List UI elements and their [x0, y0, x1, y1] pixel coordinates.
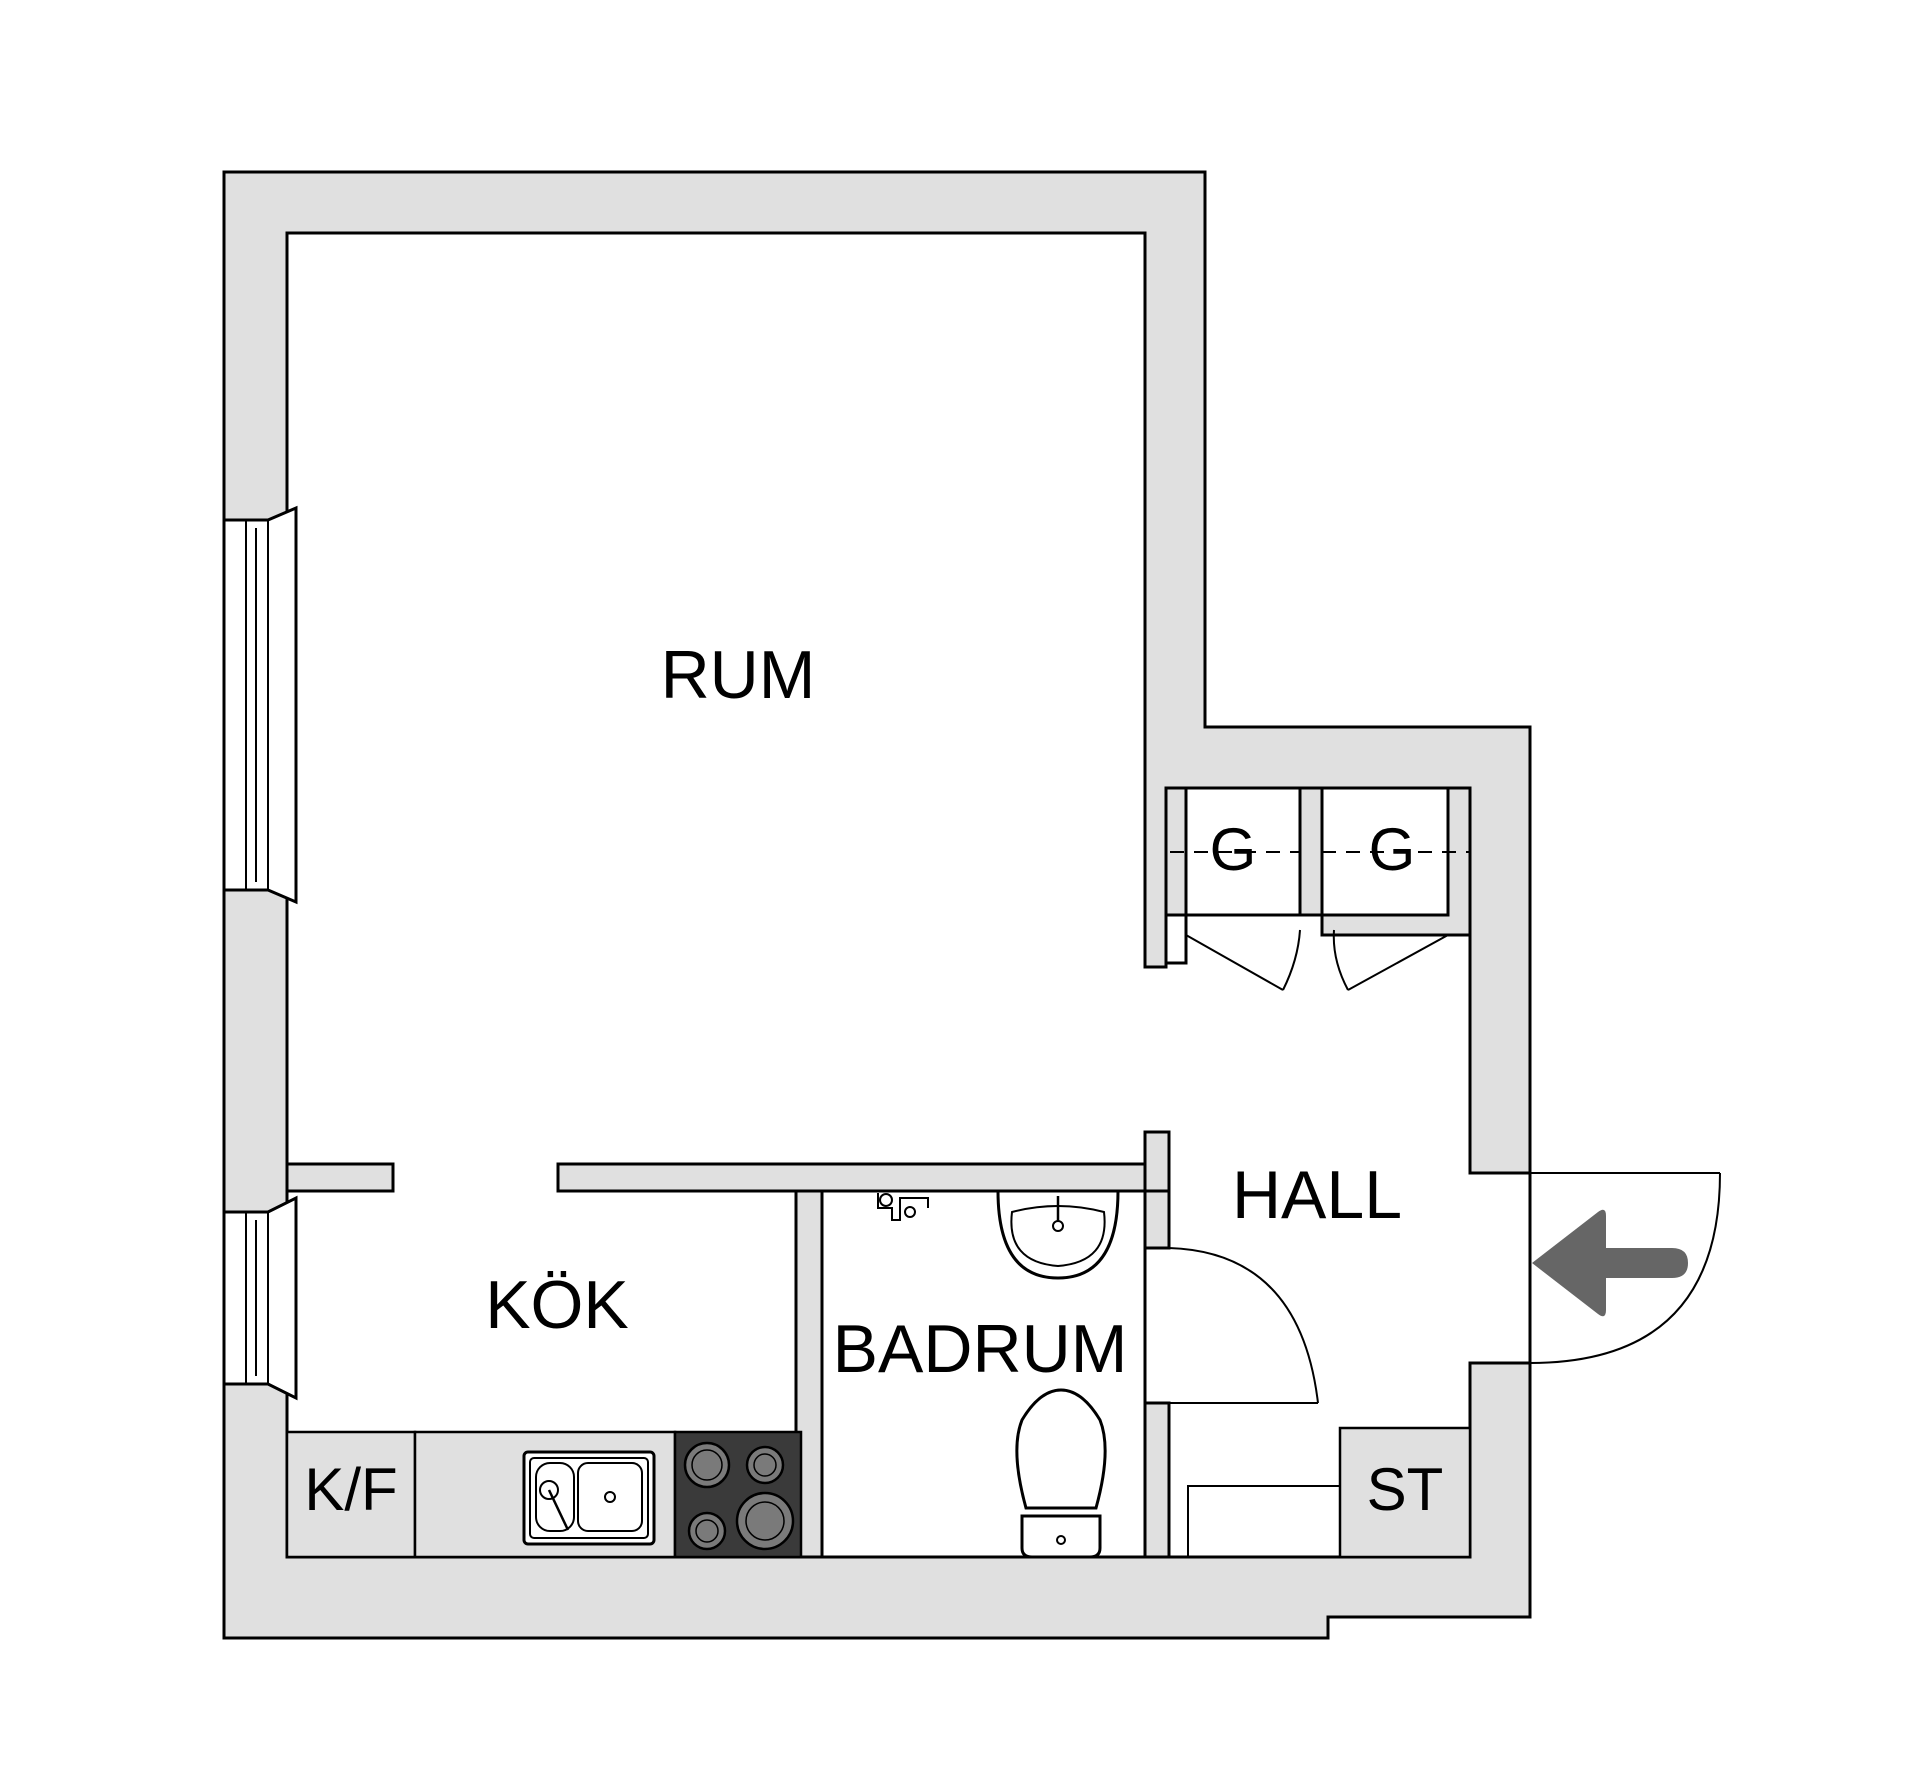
fixture-label-wardrobe-2: G — [1369, 816, 1416, 883]
room-label-badrum: BADRUM — [833, 1311, 1128, 1387]
fixture-label-storage: ST — [1367, 1456, 1444, 1523]
fixture-label-fridge-freezer: K/F — [304, 1456, 397, 1523]
badrum-door — [1168, 1247, 1319, 1404]
wall-rum-kok-left — [285, 1162, 395, 1193]
window-kok — [222, 1195, 298, 1401]
toilet-icon — [1015, 1388, 1107, 1559]
shower-tap-icon — [877, 1193, 929, 1221]
wardrobe-1 — [1164, 786, 1302, 991]
entrance-door — [1529, 1172, 1721, 1364]
window-rum — [222, 505, 298, 905]
room-label-hall: HALL — [1232, 1157, 1402, 1233]
wardrobe-divider — [1298, 786, 1324, 917]
entrance-arrow-icon — [1532, 1209, 1688, 1317]
room-label-rum: RUM — [661, 637, 816, 713]
washbasin-icon — [996, 1189, 1120, 1280]
fixture-label-wardrobe-1: G — [1210, 816, 1257, 883]
hall-storage — [1187, 1426, 1472, 1559]
stove-icon — [683, 1441, 795, 1551]
wardrobe-2 — [1320, 786, 1472, 991]
sink-icon — [522, 1450, 656, 1546]
wall-rum-kok-right — [556, 1162, 1147, 1193]
room-label-kok: KÖK — [485, 1267, 629, 1343]
